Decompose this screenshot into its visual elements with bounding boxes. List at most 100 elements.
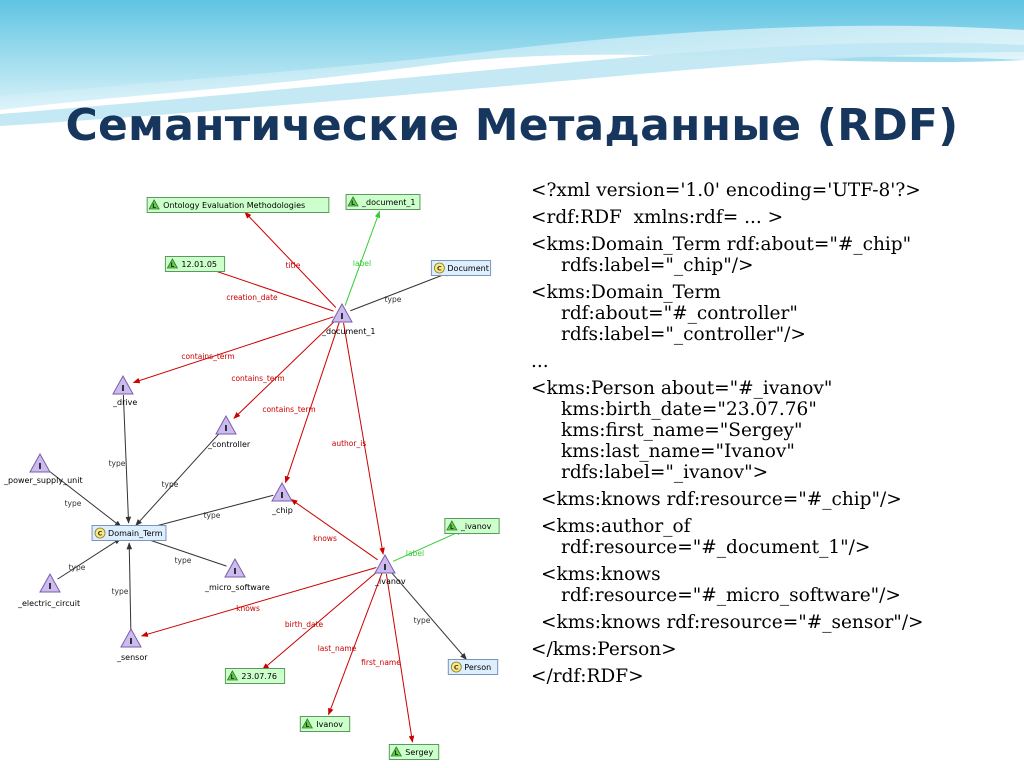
graph-edge-document_1-drive bbox=[132, 316, 334, 384]
code-line: rdf:resource="#_micro_software"/> bbox=[561, 585, 901, 606]
graph-node-label: _controller bbox=[207, 440, 251, 449]
graph-node-doc1-label[interactable]: L _document_1 bbox=[345, 194, 421, 210]
graph-edge-label: creation_date bbox=[226, 293, 278, 302]
graph-node-label: Person bbox=[464, 663, 491, 672]
code-line: <kms:Person about="#_ivanov" bbox=[531, 378, 833, 399]
graph-edge-label: contains_term bbox=[262, 405, 315, 414]
graph-node-label: _document_1 bbox=[361, 198, 415, 207]
literal-node-box bbox=[224, 668, 286, 684]
literal-node-box bbox=[146, 197, 330, 213]
graph-edge-label: label bbox=[353, 259, 371, 268]
instance-glyph-icon: I bbox=[341, 312, 344, 321]
literal-triangle-icon bbox=[226, 670, 239, 681]
instance-glyph-icon: I bbox=[49, 582, 52, 591]
graph-node-controller[interactable]: I_controller bbox=[207, 414, 251, 449]
code-line: <kms:Domain_Term rdf:about="#_chip" bbox=[531, 234, 912, 255]
graph-edge-label: type bbox=[204, 511, 221, 520]
graph-node-power-supply-unit[interactable]: I_power_supply_unit bbox=[3, 452, 83, 485]
graph-node-label: Ivanov bbox=[316, 720, 343, 729]
class-circle-icon bbox=[450, 661, 462, 673]
code-line: ... bbox=[531, 351, 549, 372]
code-line: kms:birth_date="23.07.76" bbox=[561, 399, 817, 420]
code-line: rdfs:label="_ivanov"> bbox=[561, 462, 769, 483]
graph-node-label: _micro_software bbox=[204, 583, 270, 592]
code-line: <kms:Domain_Term bbox=[531, 282, 721, 303]
instance-glyph-icon: I bbox=[122, 384, 125, 393]
literal-glyph-icon: L bbox=[152, 203, 156, 210]
graph-edge-micro_software-domain_term bbox=[137, 535, 227, 567]
graph-node-label: Document bbox=[447, 264, 488, 273]
graph-edge-label: last_name bbox=[318, 644, 357, 653]
graph-node-label: _ivanov bbox=[374, 577, 406, 586]
graph-edge-label: birth_date bbox=[285, 620, 324, 629]
class-circle-icon bbox=[94, 527, 106, 539]
literal-glyph-icon: L bbox=[450, 524, 454, 531]
code-line: <kms:knows rdf:resource="#_sensor"/> bbox=[541, 612, 924, 633]
code-line: rdf:resource="#_document_1"/> bbox=[561, 537, 871, 558]
graph-node-label: Ontology Evaluation Methodologies bbox=[163, 201, 305, 210]
instance-triangle-icon bbox=[215, 414, 237, 435]
graph-edge-document_1-doc1_label bbox=[344, 210, 381, 306]
literal-node-box bbox=[299, 716, 351, 732]
graph-edge-ivanov-chip bbox=[290, 498, 378, 561]
graph-edge-document_1-chip bbox=[284, 322, 340, 484]
graph-node-document-1[interactable]: I_document_1 bbox=[321, 302, 375, 336]
graph-edge-label: type bbox=[109, 459, 126, 468]
graph-node-ivanov-label[interactable]: L_ivanov bbox=[444, 518, 500, 534]
literal-glyph-icon: L bbox=[230, 674, 234, 681]
graph-node-oem[interactable]: L Ontology Evaluation Methodologies bbox=[146, 197, 330, 213]
graph-node-drive[interactable]: I _drive bbox=[112, 374, 137, 407]
graph-node-micro-software[interactable]: I_micro_software bbox=[204, 557, 270, 592]
graph-edge-label: type bbox=[69, 563, 86, 572]
graph-node-ivanov-literal[interactable]: L Ivanov bbox=[299, 716, 351, 732]
graph-edge-document_1-oem bbox=[244, 211, 337, 308]
code-line: </rdf:RDF> bbox=[531, 666, 644, 687]
graph-edge-sensor-domain_term bbox=[126, 542, 133, 631]
graph-edge-drive-domain_term bbox=[122, 394, 132, 524]
literal-glyph-icon: L bbox=[351, 200, 355, 207]
graph-node-label: _electric_circuit bbox=[17, 599, 80, 608]
graph-edge-label: knows bbox=[313, 534, 337, 543]
graph-edge-label: label bbox=[406, 549, 424, 558]
graph-node-ivanov[interactable]: I_ivanov bbox=[374, 553, 406, 586]
graph-node-chip[interactable]: I_chip bbox=[271, 481, 293, 515]
graph-edge-document_1-document_class bbox=[350, 271, 453, 312]
graph-node-electric-circuit[interactable]: I _electric_circuit bbox=[17, 572, 80, 608]
graph-edge-label: type bbox=[385, 295, 402, 304]
code-line: <rdf:RDF xmlns:rdf= ... > bbox=[531, 207, 784, 228]
literal-triangle-icon bbox=[446, 520, 458, 531]
literal-triangle-icon bbox=[148, 199, 160, 210]
literal-glyph-icon: L bbox=[305, 722, 309, 729]
graph-edge-electric_circuit-domain_term bbox=[57, 538, 122, 580]
slide-title: Семантические Метаданные (RDF) bbox=[65, 100, 959, 151]
graph-node-label: _drive bbox=[112, 398, 137, 407]
graph-edge-label: contains_term bbox=[181, 352, 234, 361]
graph-node-sensor[interactable]: I_sensor bbox=[116, 627, 148, 662]
graph-edge-ivanov-sensor bbox=[140, 567, 377, 637]
class-node-box bbox=[430, 260, 492, 276]
rdf-xml-code: <?xml version='1.0' encoding='UTF-8'?><r… bbox=[531, 180, 1016, 687]
code-line: kms:last_name="Ivanov" bbox=[561, 441, 795, 462]
literal-node-box bbox=[345, 194, 421, 210]
instance-triangle-icon bbox=[374, 553, 396, 574]
graph-edge-label: first_name bbox=[361, 658, 401, 667]
literal-node-box bbox=[444, 518, 500, 534]
code-line: rdf:about="#_controller" bbox=[561, 303, 798, 324]
instance-glyph-icon: I bbox=[281, 491, 284, 500]
graph-edge-document_1-controller bbox=[233, 319, 336, 419]
graph-edge-ivanov-sergey_literal bbox=[385, 573, 415, 743]
literal-glyph-icon: L bbox=[170, 262, 174, 269]
code-line: <kms:author_of bbox=[541, 516, 691, 537]
graph-edge-label: author_is bbox=[332, 439, 367, 448]
graph-edge-chip-domain_term bbox=[137, 494, 274, 532]
graph-node-label: Domain_Term bbox=[108, 529, 163, 538]
instance-triangle-icon bbox=[271, 481, 293, 502]
code-line: rdfs:label="_chip"/> bbox=[561, 255, 754, 276]
